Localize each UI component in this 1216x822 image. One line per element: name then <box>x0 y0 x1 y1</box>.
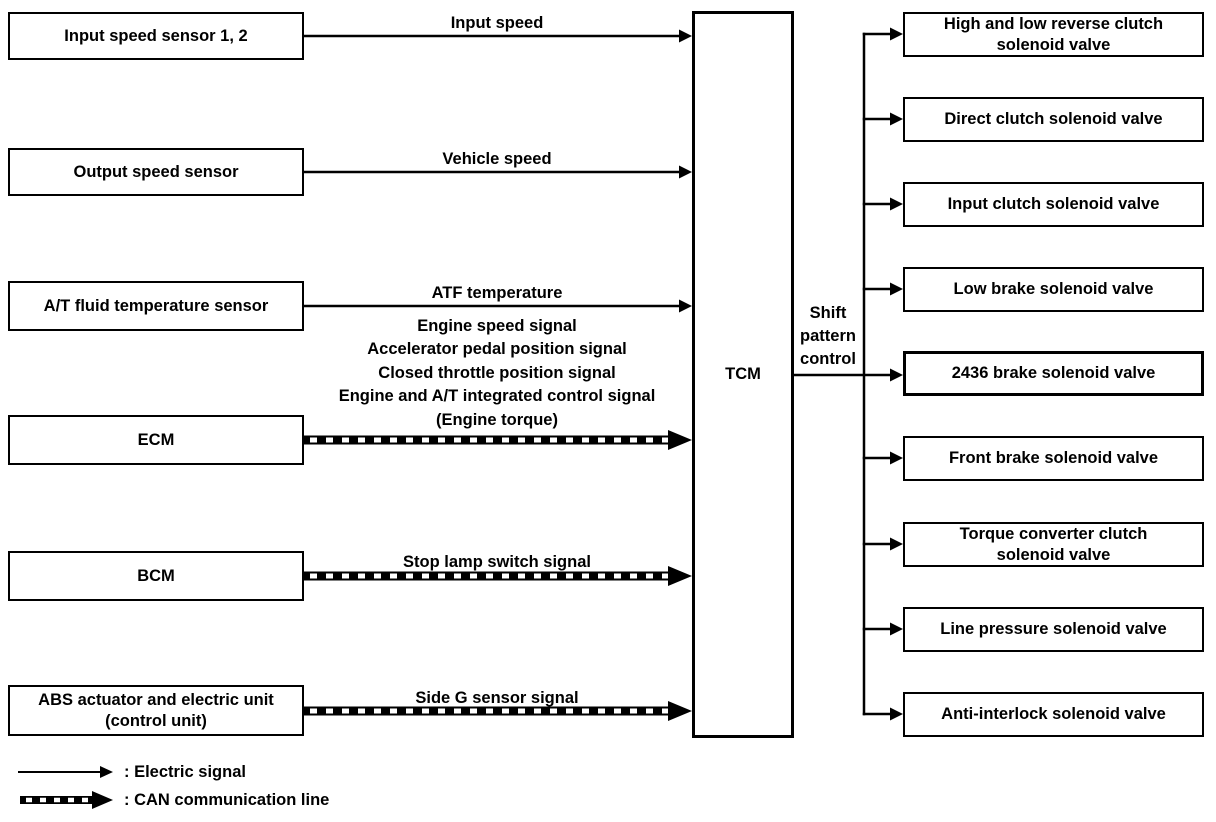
tcm-box: TCM <box>692 11 794 738</box>
electric-arrow-atf-temperature <box>302 299 692 313</box>
branch-arrow-high-low-reverse <box>862 27 903 41</box>
electric-arrow-vehicle-speed <box>302 165 692 179</box>
signal-label-ecm-can-signals: Engine speed signal Accelerator pedal po… <box>338 317 656 429</box>
legend-electric-arrow <box>18 766 113 778</box>
legend-electric-signal-label: : Electric signal <box>124 763 246 781</box>
output-box-2436-brake: 2436 brake solenoid valve <box>903 351 1204 396</box>
output-box-input-clutch: Input clutch solenoid valve <box>903 182 1204 227</box>
can-arrow-abs <box>303 701 692 721</box>
output-box-direct-clutch: Direct clutch solenoid valve <box>903 97 1204 142</box>
can-arrow-ecm <box>303 430 692 450</box>
branch-arrow-front-brake <box>862 451 903 465</box>
output-box-torque-converter-clutch: Torque converter clutch solenoid valve <box>903 522 1204 567</box>
output-box-line-pressure: Line pressure solenoid valve <box>903 607 1204 652</box>
legend-can-arrow <box>20 791 113 809</box>
branch-arrow-low-brake <box>862 282 903 296</box>
output-box-high-low-reverse-clutch: High and low reverse clutch solenoid val… <box>903 12 1204 57</box>
output-box-anti-interlock: Anti-interlock solenoid valve <box>903 692 1204 737</box>
branch-arrow-torque-converter <box>862 537 903 551</box>
shift-pattern-control-label: Shift pattern control <box>800 304 856 369</box>
output-box-front-brake: Front brake solenoid valve <box>903 436 1204 481</box>
shift-pattern-control-line <box>794 368 903 382</box>
signal-label-vehicle-speed: Vehicle speed <box>442 150 552 168</box>
branch-arrow-line-pressure <box>862 622 903 636</box>
input-box-bcm: BCM <box>8 551 304 601</box>
input-box-output-speed-sensor: Output speed sensor <box>8 148 304 196</box>
legend-can-communication-label: : CAN communication line <box>124 791 330 809</box>
can-arrow-bcm <box>303 566 692 586</box>
input-box-input-speed-sensor: Input speed sensor 1, 2 <box>8 12 304 60</box>
signal-label-side-g-sensor: Side G sensor signal <box>415 689 579 707</box>
signal-label-input-speed: Input speed <box>450 14 544 32</box>
input-box-ecm: ECM <box>8 415 304 465</box>
branch-arrow-direct-clutch <box>862 112 903 126</box>
output-box-low-brake: Low brake solenoid valve <box>903 267 1204 312</box>
signal-label-atf-temperature: ATF temperature <box>431 284 563 302</box>
input-box-at-fluid-temp-sensor: A/T fluid temperature sensor <box>8 281 304 331</box>
input-box-abs-actuator: ABS actuator and electric unit (control … <box>8 685 304 736</box>
electric-arrow-input-speed <box>302 29 692 43</box>
branch-arrow-anti-interlock <box>862 707 903 721</box>
branch-arrow-input-clutch <box>862 197 903 211</box>
signal-label-stop-lamp-switch: Stop lamp switch signal <box>403 553 591 571</box>
